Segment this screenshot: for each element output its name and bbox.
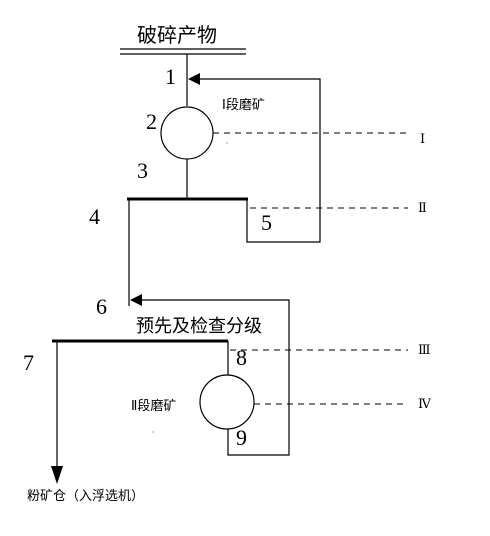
feed-label: 破碎产物 — [137, 23, 217, 47]
stage-numeral-2: Ⅱ — [418, 200, 427, 215]
classifier-label: 预先及检查分级 — [136, 316, 262, 337]
recycle-loop-1 — [198, 78, 321, 243]
speck — [226, 142, 228, 144]
mill-1-label: Ⅰ段磨矿 — [222, 98, 265, 113]
node-number-4: 4 — [89, 204, 100, 229]
node-number-7: 7 — [23, 350, 34, 375]
stage-numeral-1: Ⅰ — [420, 131, 426, 146]
recycle-2-arrowhead — [130, 294, 142, 306]
node-number-9: 9 — [236, 425, 247, 450]
node-number-6: 6 — [96, 294, 107, 319]
stage-numeral-4: Ⅳ — [418, 396, 431, 411]
mill-2-circle — [199, 374, 255, 430]
recycle-1-arrowhead — [188, 73, 200, 85]
node-number-8: 8 — [236, 345, 247, 370]
stage-numeral-3: Ⅲ — [418, 342, 431, 357]
speck — [152, 431, 154, 433]
mill-1-circle — [160, 106, 214, 160]
node-number-2: 2 — [146, 109, 157, 134]
mill-2-label: Ⅱ段磨矿 — [131, 399, 177, 414]
node-number-3: 3 — [137, 158, 148, 183]
output-arrowhead — [51, 466, 63, 484]
node-number-5: 5 — [261, 210, 272, 235]
output-label: 粉矿仓（入浮选机） — [27, 489, 145, 504]
node-number-1: 1 — [165, 64, 176, 89]
